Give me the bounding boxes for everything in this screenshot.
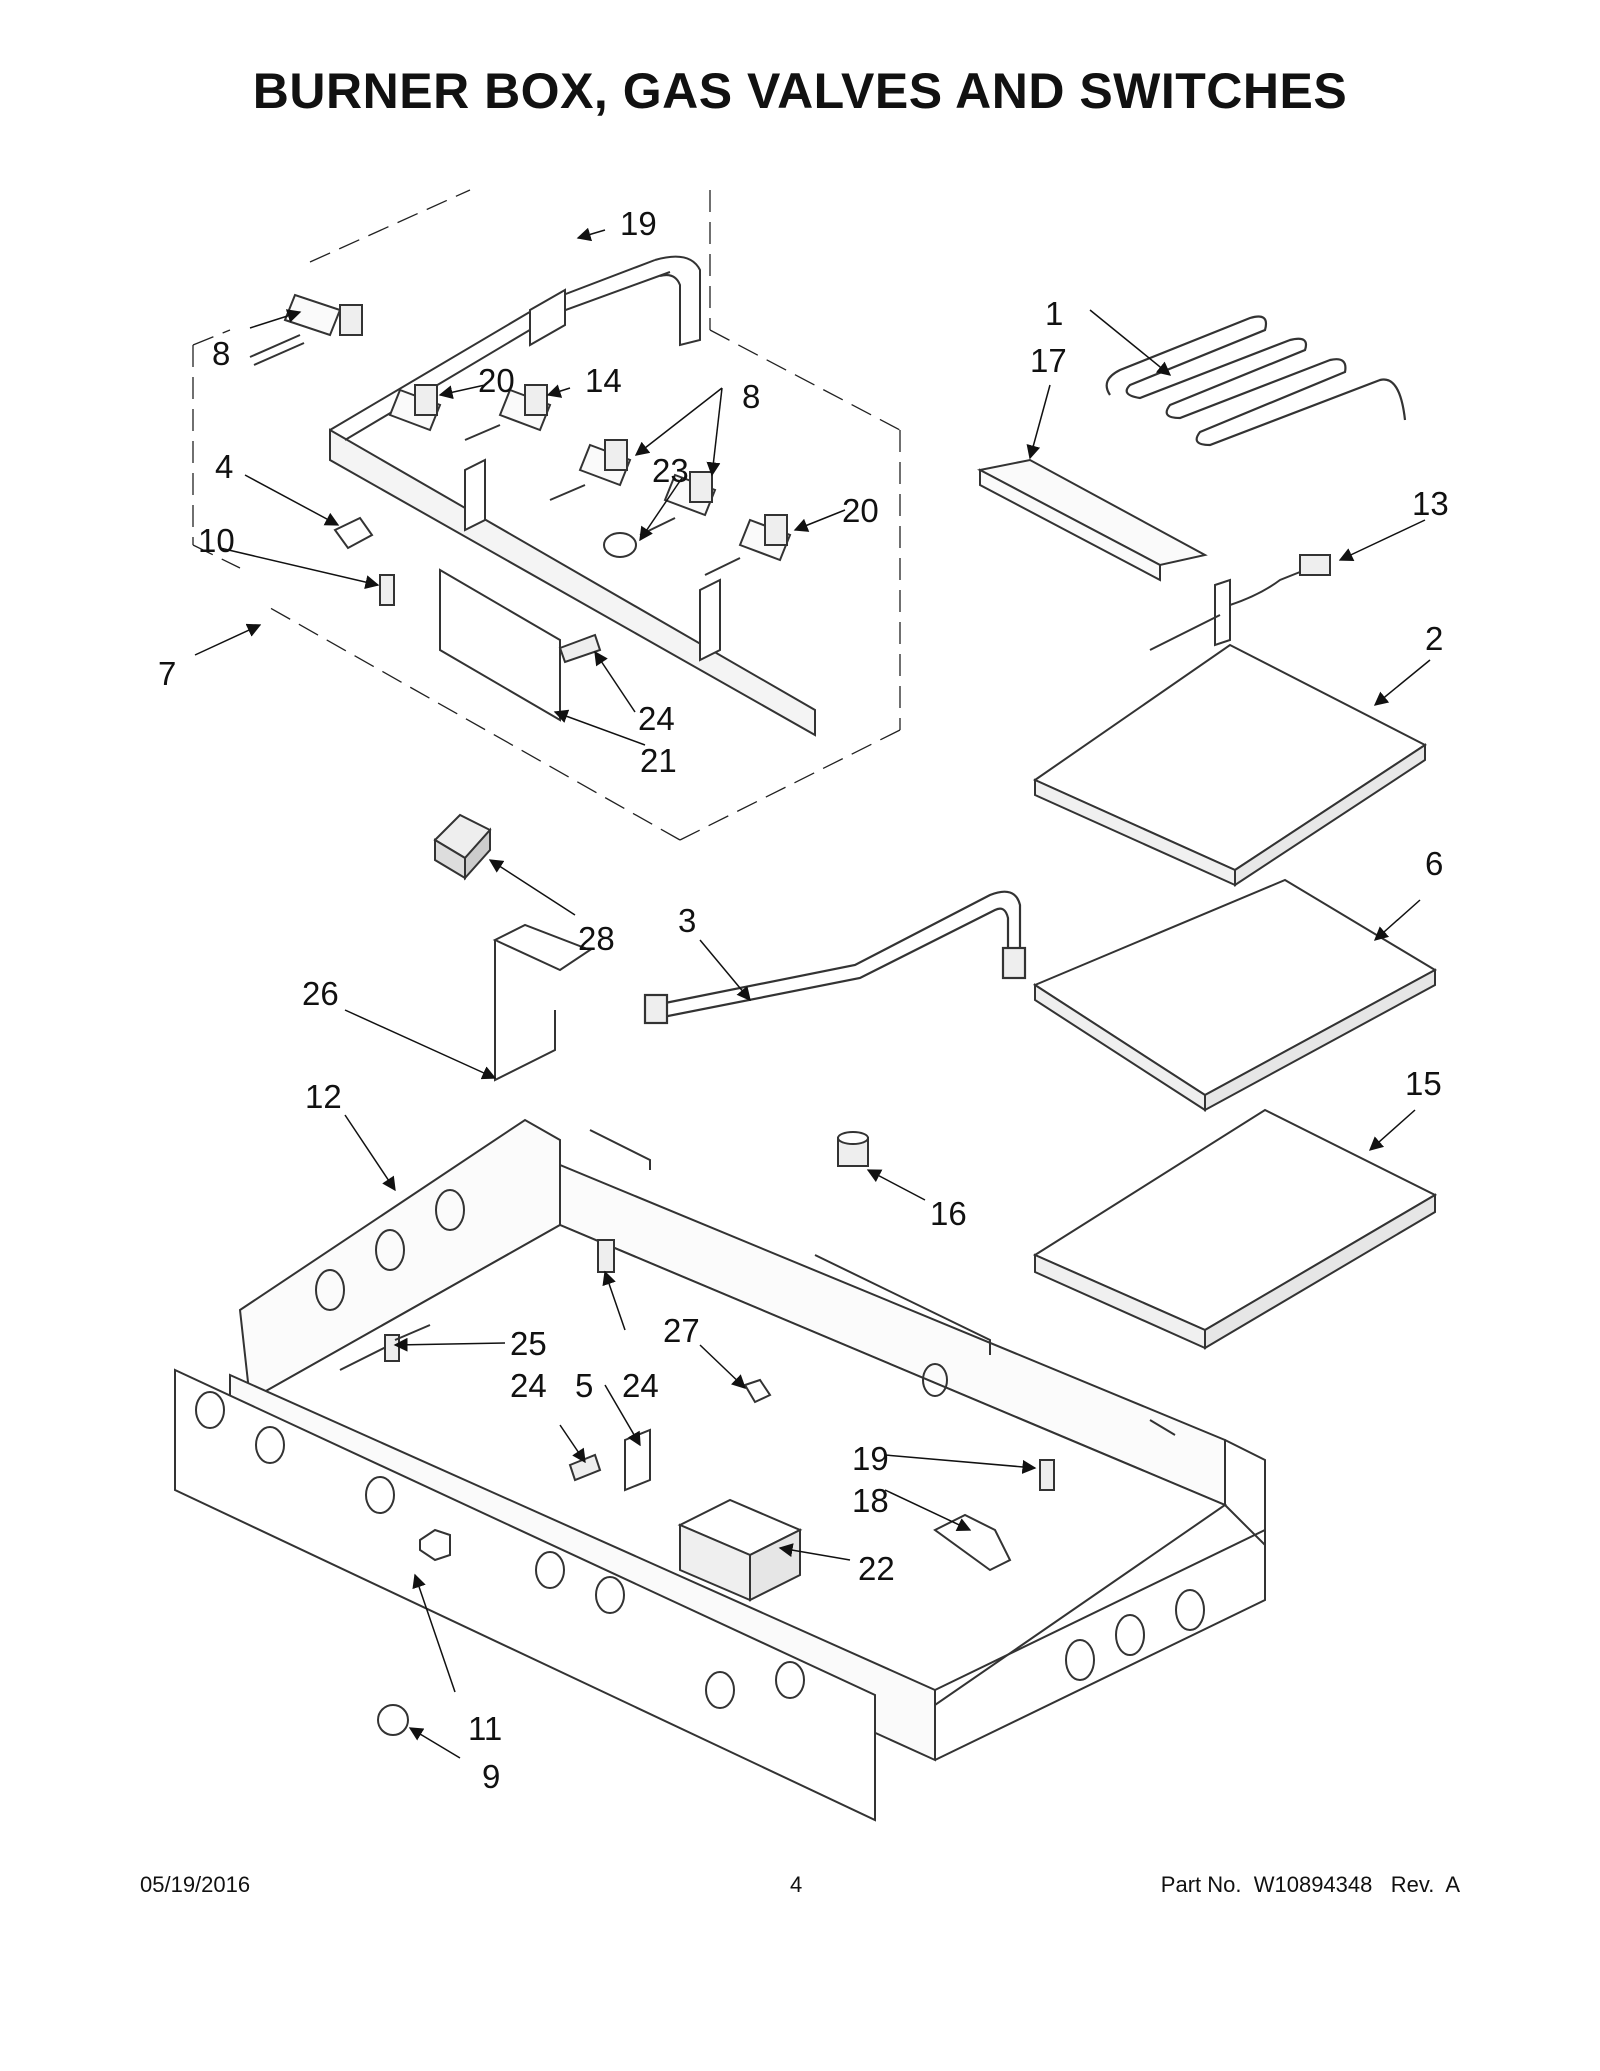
callout-18: 18 — [852, 1482, 889, 1519]
callout-2: 2 — [1425, 620, 1443, 657]
gas-valve — [549, 439, 632, 501]
callout-24-left: 24 — [510, 1367, 547, 1404]
thermocouple-probe — [1149, 554, 1331, 651]
gas-supply-tube — [643, 890, 1027, 1025]
callout-21: 21 — [640, 742, 677, 779]
callout-13: 13 — [1412, 485, 1449, 522]
callout-19-top: 19 — [620, 205, 657, 242]
callout-23: 23 — [652, 452, 689, 489]
callout-27: 27 — [663, 1312, 700, 1349]
callout-8-left: 8 — [212, 335, 230, 372]
callout-14: 14 — [585, 362, 622, 399]
page-title: BURNER BOX, GAS VALVES AND SWITCHES — [252, 63, 1348, 119]
callout-20-right: 20 — [842, 492, 879, 529]
callout-10: 10 — [198, 522, 235, 559]
callout-16: 16 — [930, 1195, 967, 1232]
drip-tray — [977, 458, 1208, 582]
callout-1: 1 — [1045, 295, 1063, 332]
callout-19-lower: 19 — [852, 1440, 889, 1477]
callout-3: 3 — [678, 902, 696, 939]
callout-24-right: 24 — [622, 1367, 659, 1404]
footer-date: 05/19/2016 — [140, 1872, 251, 1897]
griddle-plate — [1032, 878, 1438, 1112]
callout-4: 4 — [215, 448, 233, 485]
callout-28: 28 — [578, 920, 615, 957]
switch-block — [433, 813, 492, 881]
burner-box — [174, 1118, 1266, 1822]
callout-5: 5 — [575, 1367, 593, 1404]
footer-part-number: Part No. W10894348 Rev. A — [1160, 1872, 1460, 1897]
griddle-insulation — [1032, 1108, 1438, 1350]
orifice-fitting — [837, 1131, 869, 1167]
callout-22: 22 — [858, 1550, 895, 1587]
dashed-assembly-outline — [192, 189, 901, 841]
callout-24-upper: 24 — [638, 700, 675, 737]
callout-17: 17 — [1030, 342, 1067, 379]
switch-bracket — [492, 923, 593, 1082]
callout-25: 25 — [510, 1325, 547, 1362]
box-internal-parts — [339, 1239, 1055, 1736]
callout-8-right: 8 — [742, 378, 760, 415]
callout-15: 15 — [1405, 1065, 1442, 1102]
callout-26: 26 — [302, 975, 339, 1012]
callout-20-left: 20 — [478, 362, 515, 399]
gas-manifold-assembly — [249, 255, 816, 737]
callout-11: 11 — [468, 1710, 502, 1747]
gas-valve — [704, 514, 792, 576]
callout-12: 12 — [305, 1078, 342, 1115]
footer-page-number: 4 — [790, 1872, 803, 1897]
callout-7: 7 — [158, 655, 176, 692]
heating-element — [1105, 315, 1407, 447]
gas-valve — [249, 293, 363, 366]
gas-valve — [464, 384, 552, 441]
callout-9: 9 — [482, 1758, 500, 1795]
callout-6: 6 — [1425, 845, 1443, 882]
gas-valve — [388, 384, 442, 432]
griddle-pan — [1032, 643, 1427, 887]
leader-lines — [194, 227, 1431, 1759]
